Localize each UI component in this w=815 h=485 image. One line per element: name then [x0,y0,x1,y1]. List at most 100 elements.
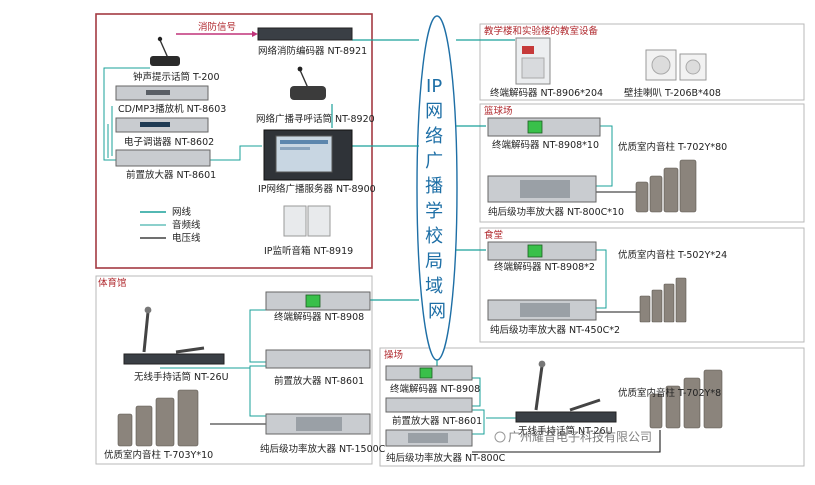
gym-audio-line-2 [249,365,266,417]
canteen-speaker-label: 优质室内音柱 T-502Y*24 [618,249,727,261]
fire-encoder-label: 网络消防编码器 NT-8921 [258,45,367,57]
canteen-speaker-1 [639,295,651,323]
monitor-speaker-label: IP监听音箱 NT-8919 [264,245,353,257]
gym-speaker-3 [155,397,175,447]
court-amp-label: 纯后级功率放大器 NT-800C*10 [488,206,624,218]
court-speaker-4 [679,159,697,213]
gym-speakers [117,389,199,447]
chime-mic-label: 钟声提示话筒 T-200 [133,71,220,83]
audio-line-preamp [210,145,262,161]
gym-speaker-4 [177,389,199,447]
server-label: IP网络广播服务器 NT-8900 [258,183,376,195]
canteen-speakers [639,277,687,323]
teaching-decoder-label: 终端解码器 NT-8906*204 [490,87,603,99]
canteen-amp-label: 纯后级功率放大器 NT-450C*2 [490,324,620,336]
core-char-2: 络 [425,126,443,147]
canteen-decoder-device [487,241,597,261]
canteen-amp-device [487,299,597,321]
court-audio-line [596,125,613,187]
gym-amp-label: 纯后级功率放大器 NT-1500C [260,443,386,455]
control-room-frame [95,13,373,269]
audio-line-chime [103,67,150,161]
court-amp-device [487,175,597,203]
watermark: 广州耀音电子科技有限公司 [494,429,652,444]
teaching-speaker-label: 壁挂喇叭 T-206B*408 [624,87,721,99]
court-title: 篮球场 [484,105,513,117]
legend-label-network: 网线 [172,206,192,218]
teaching-title: 教学楼和实验楼的教室设备 [484,25,599,37]
court-decoder-device [487,117,601,137]
server-device [263,129,353,181]
preamp-device [115,149,211,167]
canteen-frame [479,227,805,343]
gym-decoder-label: 终端解码器 NT-8908 [274,311,364,323]
pg-mic-label: 无线手持话筒 NT-26U [518,425,613,437]
gym-audio-line-1 [249,309,266,363]
tuner-display [140,122,170,127]
pg-speaker-2 [665,385,681,429]
canteen-audio-line [596,249,607,309]
fire-encoder-device [257,27,353,41]
pg-mic-device [515,360,617,423]
pg-amp-label: 纯后级功率放大器 NT-800C [386,452,506,464]
core-char-1: 网 [425,101,443,122]
gym-mic-label: 无线手持话筒 NT-26U [134,371,229,383]
gym-decoder-device [265,291,371,311]
gym-preamp-device [265,349,371,369]
tuner-label: 电子调谐器 NT-8602 [124,136,214,148]
gym-speaker-2 [135,405,153,447]
pg-decoder-device [385,365,473,381]
preamp-label: 前置放大器 NT-8601 [126,169,216,181]
pg-amp-device [385,429,473,447]
chime-mic-device [150,36,180,66]
gym-preamp-label: 前置放大器 NT-8601 [274,375,364,387]
pg-audio-line-2 [472,409,485,435]
fire-signal-label: 消防信号 [198,21,236,33]
paging-mic-label: 网络广播寻呼话筒 NT-8920 [256,113,375,125]
pg-speaker-3 [683,377,701,429]
pg-speakers [649,369,723,429]
cd-player-label: CD/MP3播放机 NT-8603 [118,103,226,115]
court-speaker-label: 优质室内音柱 T-702Y*80 [618,141,727,153]
gym-speaker-1 [117,413,133,447]
gym-title: 体育馆 [98,277,127,289]
core-char-6: 校 [425,226,443,247]
canteen-speaker-4 [675,277,687,323]
canteen-decoder-label: 终端解码器 NT-8908*2 [494,261,595,273]
court-decoder-label: 终端解码器 NT-8908*10 [492,139,599,151]
core-char-9: 网 [428,301,446,322]
gym-speaker-label: 优质室内音柱 T-703Y*10 [104,449,213,461]
teaching-speaker-device [645,49,707,81]
pg-speaker-label: 优质室内音柱 T-702Y*8 [618,387,721,399]
core-char-8: 域 [425,276,443,297]
core-network-label: IP 网 络 广 播 学 校 局 域 网 [425,76,449,322]
gym-amp-device [265,413,371,435]
pg-preamp-device [385,397,473,413]
court-speakers [635,159,697,213]
gym-frame [95,275,373,465]
core-char-4: 播 [425,176,443,197]
core-char-7: 局 [425,251,443,272]
legend-label-power: 电压线 [172,232,201,244]
canteen-speaker-2 [651,289,663,323]
cd-tray [146,90,170,95]
teaching-decoder-device [515,37,551,85]
monitor-speaker-device [283,205,331,237]
pg-speaker-1 [649,393,663,429]
fire-signal-arrow [252,31,258,37]
pg-decoder-label: 终端解码器 NT-8908 [390,383,480,395]
playground-frame [379,347,805,467]
court-speaker-2 [649,175,663,213]
legend-label-audio: 音频线 [172,219,201,231]
legend: 网线 音频线 电压线 [140,206,201,244]
gym-mic-device [123,306,225,365]
pg-audio-line-1 [472,377,481,407]
core-char-0: IP [426,76,442,97]
core-char-3: 广 [425,151,443,172]
watermark-icon [494,431,506,443]
playground-title: 操场 [384,349,403,361]
pg-preamp-label: 前置放大器 NT-8601 [392,415,482,427]
court-speaker-1 [635,181,649,213]
paging-mic-device [290,66,326,100]
